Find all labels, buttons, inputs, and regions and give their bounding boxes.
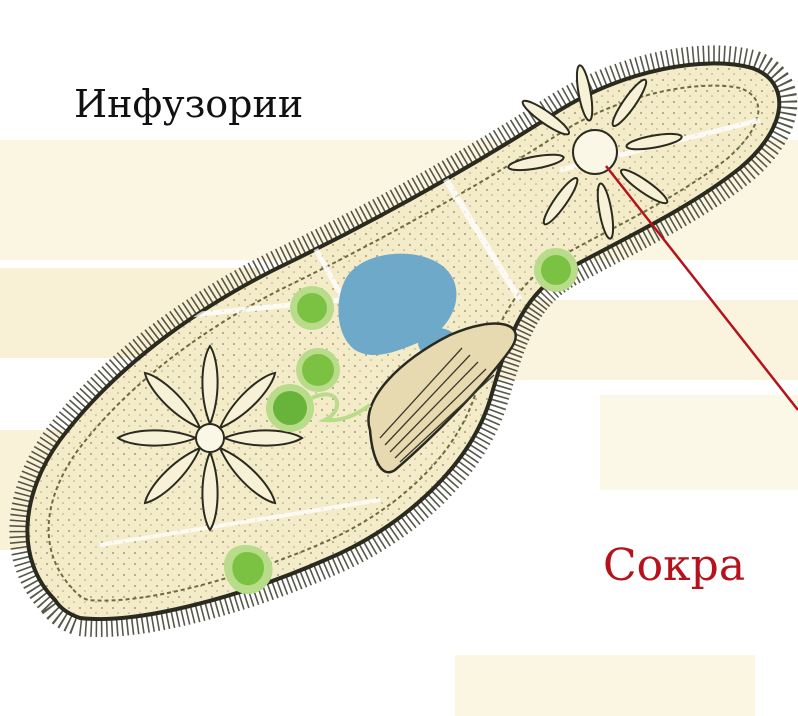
background-patch bbox=[455, 655, 755, 716]
callout-label: Сокра bbox=[603, 540, 745, 591]
contractile-vacuole-posterior bbox=[118, 346, 302, 530]
food-vacuole bbox=[534, 248, 578, 292]
food-vacuole bbox=[290, 286, 334, 330]
food-vacuole bbox=[296, 348, 340, 392]
title: Инфузории bbox=[74, 82, 303, 126]
